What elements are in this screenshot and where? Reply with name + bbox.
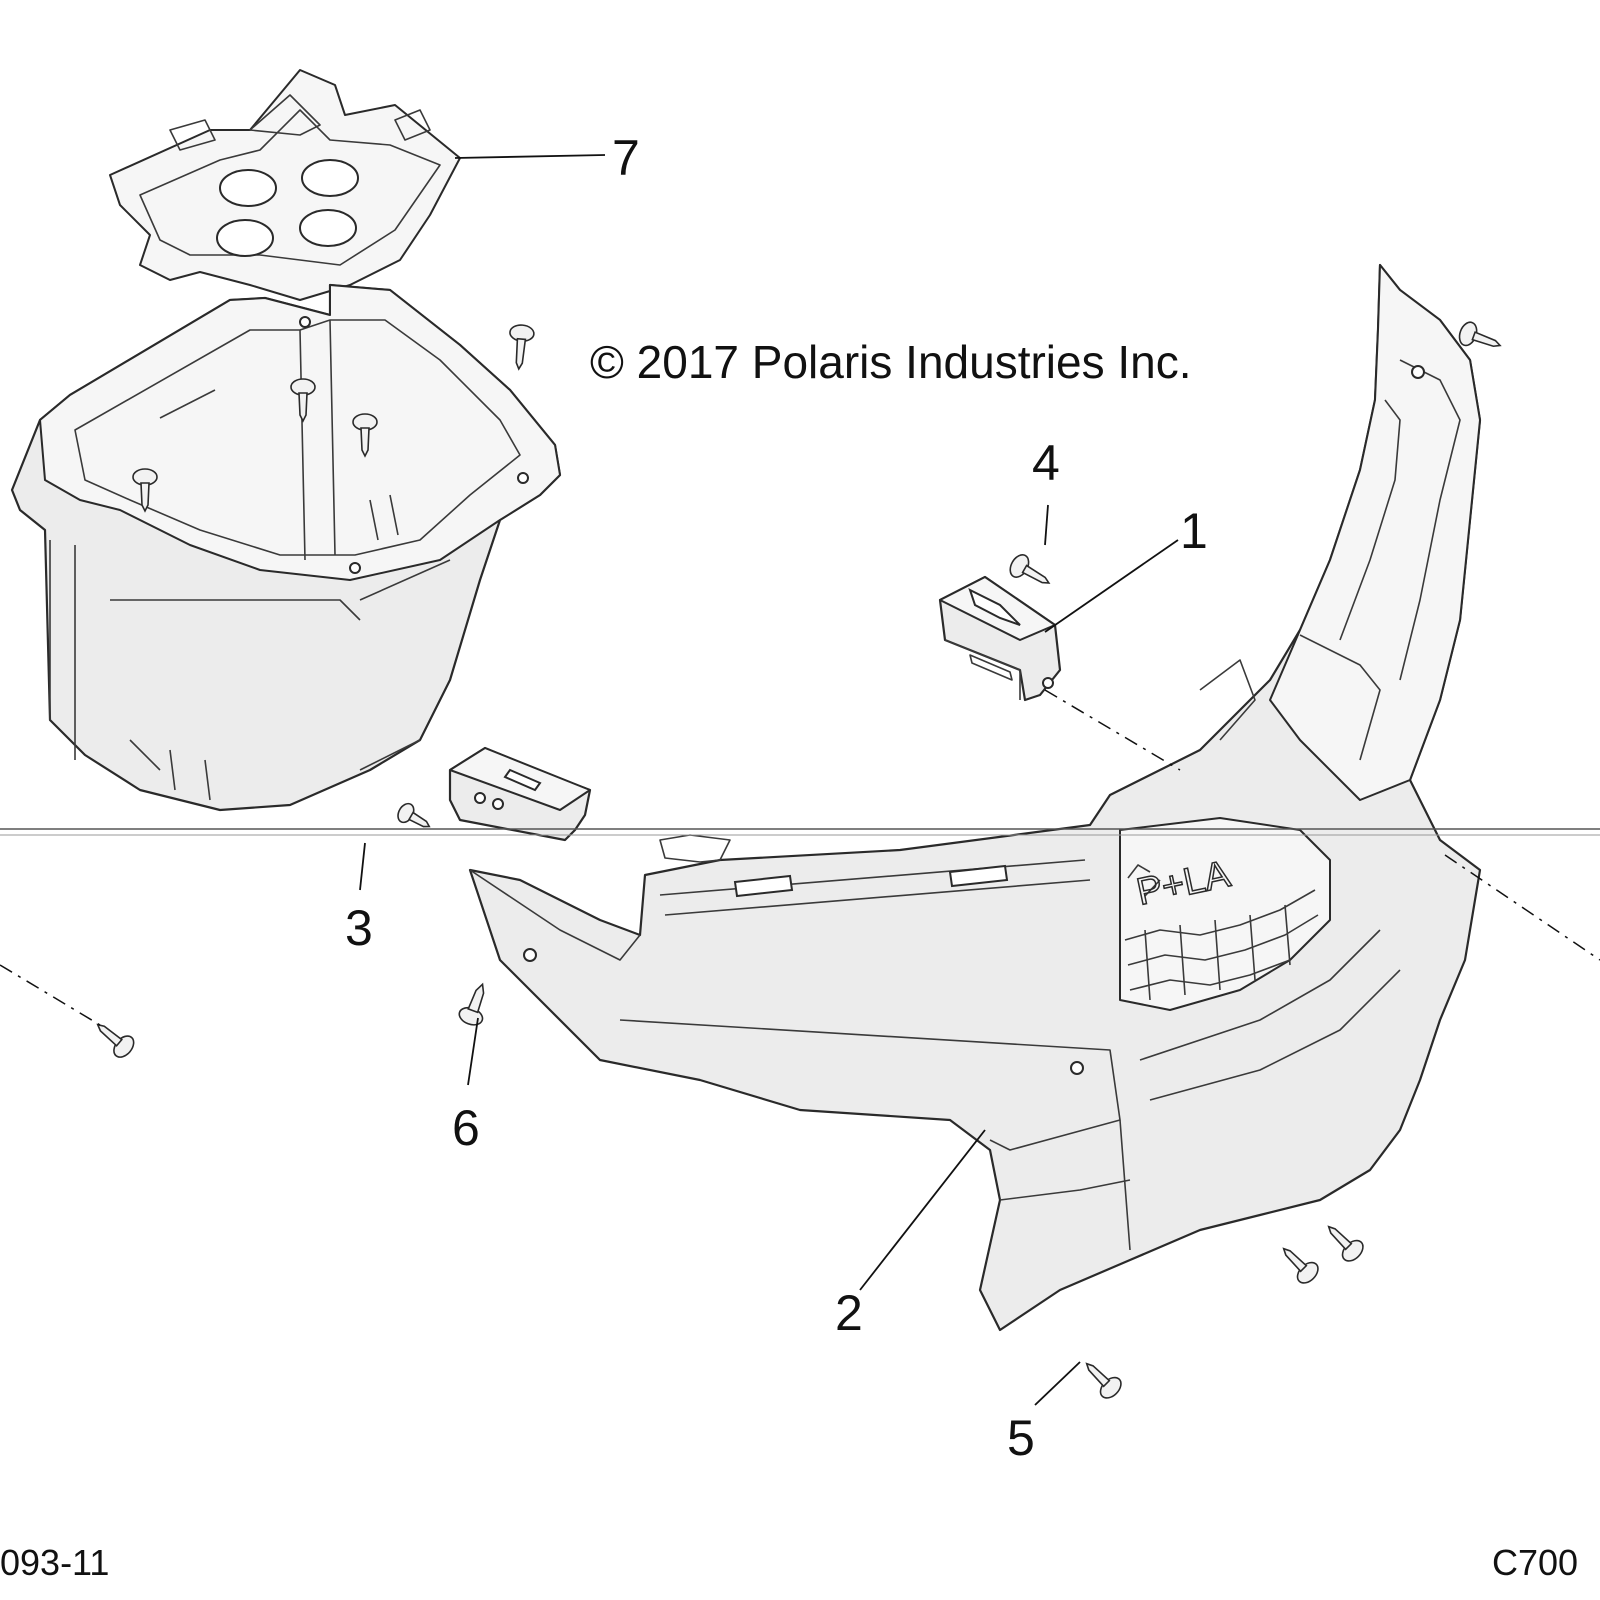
- screw-icon: [290, 378, 316, 423]
- screw-icon: [1009, 554, 1051, 584]
- callout-5: 5: [1007, 1410, 1035, 1466]
- storage-tray-part-7: [109, 69, 461, 301]
- screw-icon: [397, 802, 431, 828]
- figure-id-right: C700: [1492, 1542, 1578, 1583]
- split-line: [0, 828, 1600, 836]
- storage-bin-part-3: [10, 283, 562, 812]
- screw-icon: [352, 413, 378, 458]
- assembly-lines: [0, 689, 1600, 1026]
- mounting-bracket-part-1: [938, 575, 1062, 702]
- callout-4: 4: [1032, 435, 1060, 491]
- callout-2: 2: [835, 1285, 863, 1341]
- copyright-notice: © 2017 Polaris Industries Inc.: [590, 336, 1192, 388]
- grille-mesh: [1124, 889, 1319, 1001]
- screw-icon: [1458, 321, 1502, 348]
- callout-7: 7: [612, 130, 640, 186]
- lower-mounting-bracket: [448, 746, 731, 863]
- callout-1: 1: [1180, 503, 1208, 559]
- callout-3: 3: [345, 900, 373, 956]
- screw-icon: [1282, 1247, 1319, 1284]
- leader-lines: [359, 154, 1179, 1406]
- screw-icon: [132, 468, 158, 513]
- front-bumper-part-2: P+LA: [468, 263, 1482, 1332]
- clip-icon: [458, 982, 485, 1026]
- screw-icon: [1085, 1362, 1122, 1399]
- screw-icon: [96, 1023, 135, 1058]
- callout-6: 6: [452, 1100, 480, 1156]
- screw-icon: [1327, 1225, 1364, 1262]
- screw-icon: [509, 324, 535, 371]
- figure-id-left: 093-11: [0, 1542, 109, 1583]
